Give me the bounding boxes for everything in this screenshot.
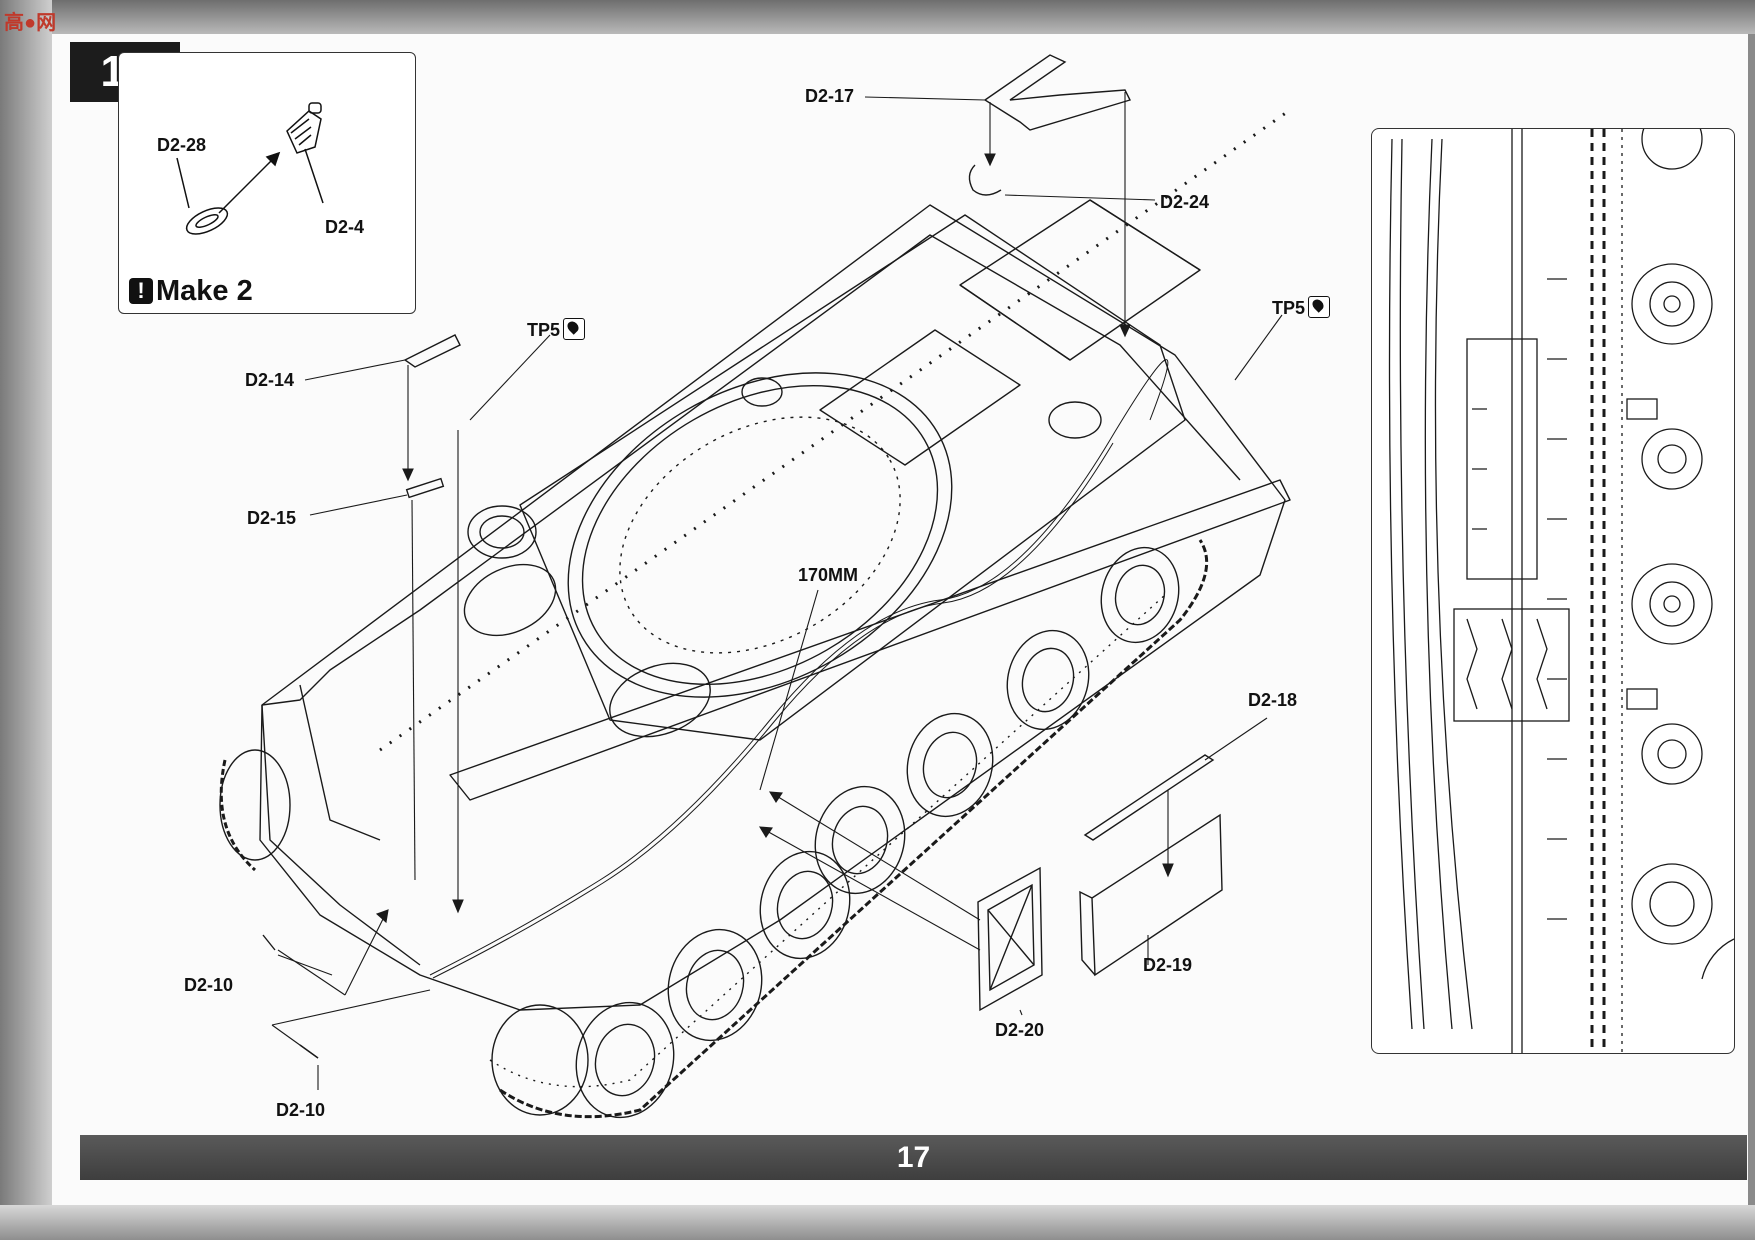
inset-subassembly: D2-28 D2-4 !Make 2 xyxy=(118,52,416,314)
side-view-drawing xyxy=(1388,129,1734,1053)
scan-edge-left xyxy=(0,0,52,1240)
label-d2-14: D2-14 xyxy=(245,370,295,390)
label-tp5-left: TP5 xyxy=(527,318,586,341)
label-170mm: 170MM xyxy=(798,565,859,585)
label-d2-15: D2-15 xyxy=(247,508,297,528)
watermark-logo: 高●网 xyxy=(4,12,57,34)
make-quantity-note: !Make 2 xyxy=(129,275,253,308)
footer-bar: 17 xyxy=(80,1135,1747,1180)
label-d2-20: D2-20 xyxy=(995,1020,1045,1040)
label-d2-18: D2-18 xyxy=(1248,690,1298,710)
glue-icon xyxy=(1308,296,1331,318)
label-d2-24: D2-24 xyxy=(1160,192,1210,212)
label-d2-19: D2-19 xyxy=(1143,955,1193,975)
label-d2-10-upper: D2-10 xyxy=(184,975,234,995)
scan-edge-top xyxy=(0,0,1755,34)
exclamation-icon: ! xyxy=(129,278,153,304)
label-tp5-right: TP5 xyxy=(1272,296,1331,319)
inset-drawing xyxy=(176,102,324,235)
detail-side-view xyxy=(1371,128,1735,1054)
label-d2-10-lower: D2-10 xyxy=(276,1100,326,1120)
glue-icon xyxy=(563,318,586,340)
label-d2-28: D2-28 xyxy=(157,135,207,155)
page-number: 17 xyxy=(896,1141,931,1174)
label-d2-4: D2-4 xyxy=(325,217,365,237)
label-d2-17: D2-17 xyxy=(805,86,855,106)
scan-edge-bottom xyxy=(0,1205,1755,1240)
